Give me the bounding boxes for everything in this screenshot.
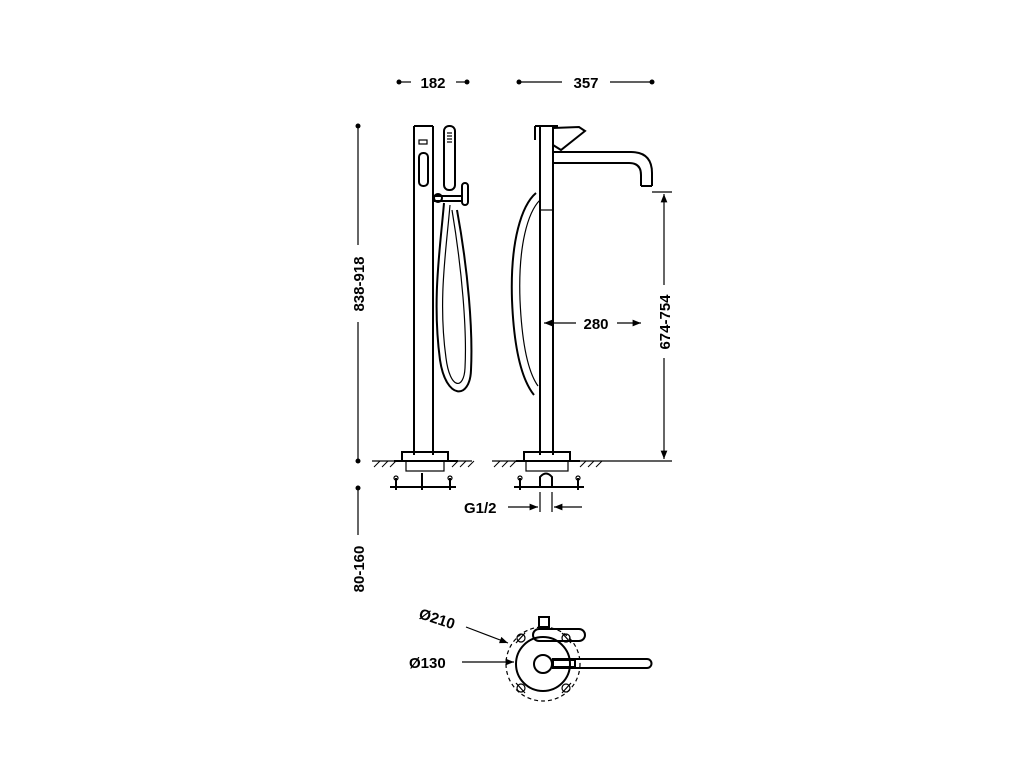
dim-embed-depth: 80-160 bbox=[351, 485, 368, 593]
dim-spout-height: 674-754 bbox=[600, 191, 674, 462]
dim-outer-diameter: Ø210 bbox=[417, 606, 509, 644]
dim-outer-diameter-label: Ø210 bbox=[417, 606, 457, 634]
dim-front-width: 182 bbox=[396, 75, 470, 92]
dim-side-width-label: 357 bbox=[573, 75, 598, 92]
dim-inner-diameter-label: Ø130 bbox=[409, 655, 446, 672]
dim-total-height: 838-918 bbox=[351, 123, 368, 464]
dim-inlet-thread-label: G1/2 bbox=[464, 500, 497, 517]
dim-embed-depth-label: 80-160 bbox=[351, 546, 368, 593]
side-view bbox=[492, 125, 653, 512]
dim-spout-reach-label: 280 bbox=[583, 316, 608, 333]
dim-side-width: 357 bbox=[516, 75, 655, 92]
dim-spout-height-label: 674-754 bbox=[657, 294, 674, 350]
dim-front-width-label: 182 bbox=[420, 75, 445, 92]
dim-spout-reach: 280 bbox=[544, 316, 641, 333]
front-view bbox=[372, 125, 475, 490]
plan-view bbox=[505, 616, 653, 702]
dim-inlet-thread: G1/2 bbox=[464, 500, 582, 517]
dim-inner-diameter: Ø130 bbox=[409, 655, 514, 672]
dim-total-height-label: 838-918 bbox=[351, 256, 368, 311]
